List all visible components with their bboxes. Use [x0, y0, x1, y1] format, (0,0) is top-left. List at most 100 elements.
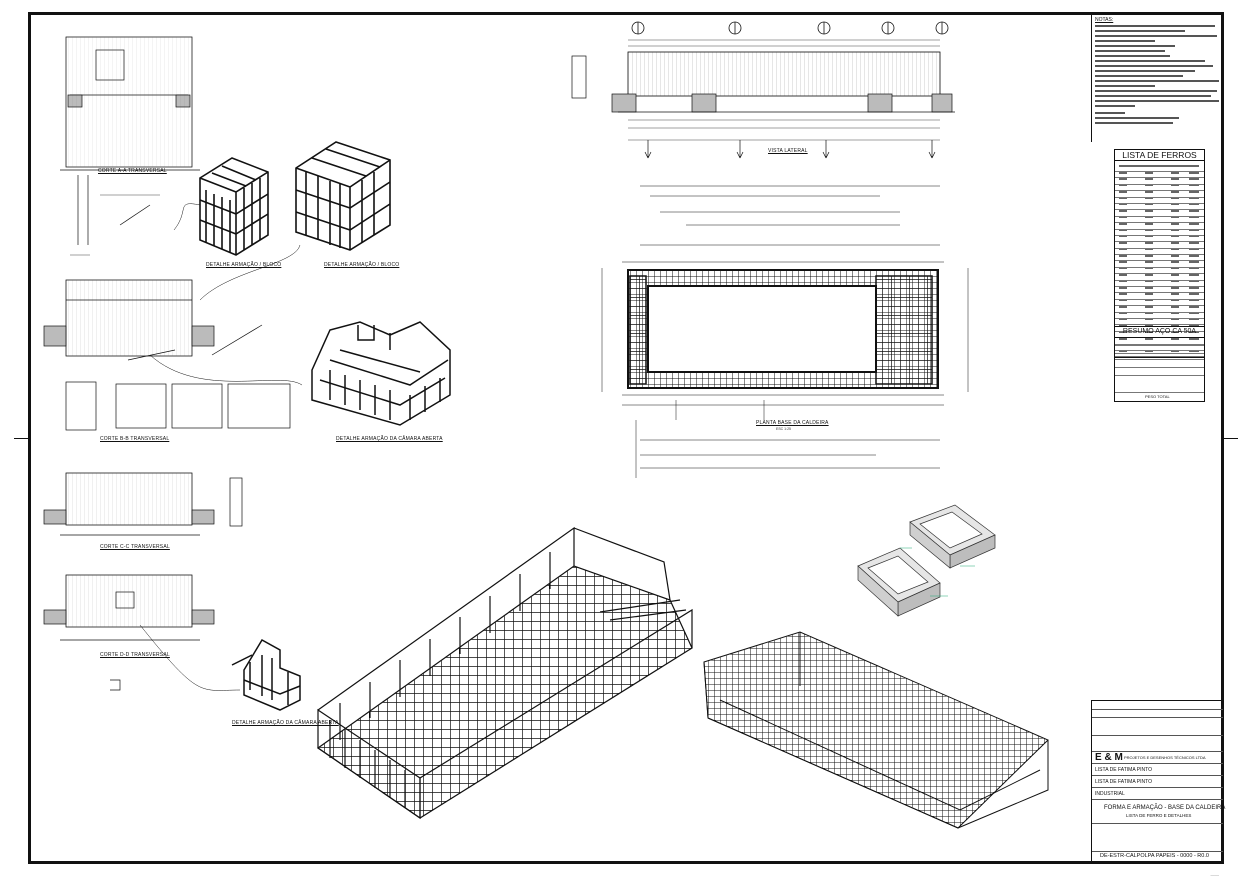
note-line [1095, 40, 1155, 42]
table-row [1115, 191, 1204, 198]
table-row [1115, 350, 1204, 358]
table-row [1115, 354, 1204, 360]
note-line [1095, 45, 1175, 47]
detalhe-camara-aberta-label: DETALHE ARMAÇÃO DA CÂMARA ABERTA [336, 436, 443, 442]
table-row [1115, 255, 1204, 262]
corte-c-label: CORTE C-C TRANSVERSAL [100, 544, 170, 550]
table-header-row [1115, 338, 1204, 346]
vista-lateral [571, 39, 955, 159]
table-row [1115, 216, 1204, 224]
table-row [1115, 376, 1204, 393]
note-line [1095, 112, 1125, 114]
activity-value: INDUSTRIAL [1095, 791, 1125, 797]
table-row [1115, 178, 1204, 185]
table-row [1115, 172, 1204, 179]
planta-base-label: PLANTA BASE DA CALDEIRA [756, 420, 829, 426]
sheet-title: FORMA E ARMAÇÃO - BASE DA CALDEIRA [1104, 805, 1226, 811]
corte-a-section [60, 36, 200, 256]
table-row [1115, 223, 1204, 230]
table-row [1115, 338, 1204, 345]
notes-block: NOTAS: [1091, 15, 1223, 142]
title-block: E & M PROJETOS E DESENHOS TÉCNICOS LTDA … [1091, 700, 1226, 863]
note-line [1095, 30, 1185, 32]
note-line [1095, 80, 1219, 82]
table-row [1115, 346, 1204, 354]
note-line [1095, 60, 1205, 62]
steel-total-label: PESO TOTAL [1145, 394, 1170, 399]
table-row [1115, 210, 1204, 217]
table-row [1115, 368, 1204, 376]
table-row [1115, 306, 1204, 313]
table-row [1115, 312, 1204, 319]
company-short: E & M [1095, 752, 1123, 763]
drawing-number: DE-ESTR-CALPOLPA PAPEIS - 0000 - R0.0 [1100, 853, 1209, 859]
company-long: PROJETOS E DESENHOS TÉCNICOS LTDA [1124, 755, 1206, 760]
section-marker-icons [631, 21, 949, 35]
detalhe-camara-aberta-2 [231, 638, 301, 711]
note-line [1095, 25, 1215, 27]
3d-block-views [857, 504, 996, 617]
metadata-grid [1092, 823, 1223, 852]
revision-header-row [1092, 709, 1223, 718]
detalhe-bloco-1-label: DETALHE ARMAÇÃO / BLOCO [206, 262, 282, 268]
table-row [1115, 287, 1204, 294]
client-row: LISTA DE FATIMA PINTO [1092, 763, 1223, 776]
table-row [1115, 280, 1204, 288]
table-row [1115, 235, 1204, 243]
activity-row: INDUSTRIAL [1092, 787, 1223, 800]
detalhe-bloco-1 [199, 157, 269, 256]
detalhe-bloco-2 [295, 141, 391, 251]
note-line [1095, 65, 1213, 67]
note-line [1095, 100, 1219, 102]
client-name: LISTA DE FATIMA PINTO [1095, 767, 1152, 773]
owner-row: LISTA DE FATIMA PINTO [1092, 775, 1223, 788]
table-row [1115, 197, 1204, 204]
detalhe-bloco-2-label: DETALHE ARMAÇÃO / BLOCO [324, 262, 400, 268]
table-row [1115, 248, 1204, 256]
steel-list-title: LISTA DE FERROS [1115, 150, 1204, 161]
table-row [1115, 229, 1204, 236]
table-row [1115, 293, 1204, 300]
table-row [1115, 299, 1204, 307]
revision-row [1092, 701, 1223, 710]
table-row [1115, 203, 1204, 211]
corte-c-section [43, 472, 243, 536]
note-line [1095, 117, 1179, 119]
note-line [1095, 75, 1183, 77]
owner-name: LISTA DE FATIMA PINTO [1095, 779, 1152, 785]
sheet-title-row: FORMA E ARMAÇÃO - BASE DA CALDEIRA LISTA… [1092, 799, 1226, 824]
notes-title: NOTAS: [1095, 17, 1114, 23]
table-row [1115, 318, 1204, 326]
table-row [1115, 274, 1204, 281]
steel-summary-title: RESUMO AÇO CA 50A [1115, 327, 1204, 338]
note-line [1095, 50, 1165, 52]
table-row [1115, 184, 1204, 192]
detalhe-camara-aberta [311, 321, 451, 426]
frame-tick-right [1224, 438, 1238, 439]
sheet-subtitle: LISTA DE FERRO E DETALHES [1126, 813, 1192, 818]
disclaimer-row [1092, 717, 1223, 736]
corte-b-label: CORTE B-B TRANSVERSAL [100, 436, 170, 442]
table-row [1115, 242, 1204, 249]
detalhe-camara-aberta-2-label: DETALHE ARMAÇÃO DA CÂMARA ABERTA [232, 720, 339, 726]
company-row: E & M PROJETOS E DESENHOS TÉCNICOS LTDA [1092, 751, 1223, 764]
note-line [1095, 35, 1217, 37]
table-header-row [1115, 161, 1204, 172]
project-info-row [1092, 735, 1223, 752]
table-row [1115, 360, 1204, 368]
frame-tick-left [14, 438, 28, 439]
corte-d-label: CORTE D-D TRANSVERSAL [100, 652, 170, 658]
table-row [1115, 267, 1204, 275]
planta-base [601, 185, 969, 478]
corte-d-section [43, 574, 215, 691]
note-line [1095, 70, 1195, 72]
note-line [1095, 122, 1173, 124]
planta-base-scale: ESC 1:25 [776, 427, 791, 431]
note-line [1095, 95, 1211, 97]
block-leaders [900, 547, 975, 597]
3d-cage-secondary [703, 631, 1049, 829]
drawing-sheet-frame [28, 12, 1224, 864]
3d-cage-main [316, 526, 693, 820]
note-line [1095, 90, 1217, 92]
leader-lines [139, 203, 303, 691]
